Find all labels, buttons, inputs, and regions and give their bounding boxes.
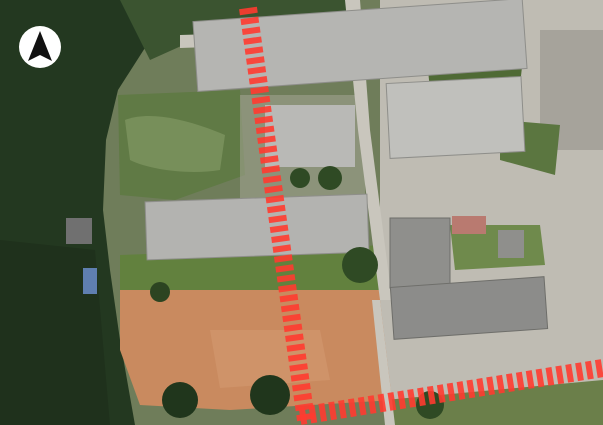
tree-cluster [290, 168, 310, 188]
route-dash [585, 360, 594, 380]
route-dash [466, 379, 476, 399]
route-dash [264, 184, 283, 194]
tree-cluster [318, 166, 342, 190]
red-roof-building [452, 216, 486, 234]
route-dash [292, 383, 311, 392]
south-east-building [389, 276, 549, 340]
paved-square [265, 105, 355, 167]
route-dash [286, 343, 306, 352]
route-dash [266, 204, 286, 214]
route-dash [265, 194, 285, 204]
route-dash [276, 274, 296, 283]
route-dash [280, 303, 300, 313]
route-dash [525, 370, 535, 389]
route-dash [594, 359, 603, 378]
route-dash [486, 376, 495, 396]
route-dash [417, 387, 426, 407]
route-dash [446, 382, 456, 402]
route-dash [248, 76, 268, 85]
route-dash [407, 388, 416, 408]
route-dash [272, 244, 292, 253]
route-dash [285, 333, 304, 342]
route-dash [275, 264, 294, 273]
route-dash [243, 36, 262, 45]
route-dash [357, 396, 367, 416]
north-arrow-icon [19, 26, 61, 68]
west-shed [83, 268, 97, 294]
forest-southwest [0, 240, 110, 425]
route-dash [255, 125, 275, 135]
route-dash [506, 373, 515, 393]
route-dash [246, 56, 265, 65]
west-house [66, 218, 92, 244]
route-dash [535, 368, 545, 388]
route-dash [257, 135, 276, 144]
route-dash [278, 284, 297, 293]
east-building [385, 75, 526, 159]
route-dash [575, 362, 584, 382]
route-dash [293, 392, 313, 402]
route-dash [282, 313, 301, 323]
route-dash [338, 399, 347, 419]
route-dash [273, 254, 293, 263]
route-dash [254, 115, 274, 125]
route-dash [476, 378, 486, 397]
route-dash [387, 392, 397, 411]
route-dash [244, 46, 264, 55]
route-dash [308, 404, 318, 424]
tree-cluster [342, 247, 378, 283]
route-dash [545, 367, 555, 386]
route-dash [367, 395, 377, 414]
small-east-building [389, 217, 451, 289]
route-dash [456, 381, 466, 400]
route-dash [436, 384, 446, 403]
route-dash [298, 406, 308, 425]
route-dash [253, 105, 272, 115]
route-dash [279, 293, 299, 303]
route-dash [261, 165, 281, 174]
north-wing-building [192, 0, 528, 92]
route-dash [262, 175, 282, 184]
route-dash [515, 371, 525, 391]
route-overlay [239, 6, 603, 425]
route-dash [259, 155, 279, 164]
route-dash [347, 398, 357, 418]
route-dash [555, 365, 565, 385]
route-dash [290, 373, 310, 382]
route-dash [328, 401, 337, 421]
route-dash [426, 385, 436, 405]
route-dash [397, 390, 407, 410]
route-dash [377, 393, 387, 413]
tree-cluster [150, 282, 170, 302]
small-building-2 [498, 230, 524, 258]
route-dash [269, 224, 289, 234]
route-dash [287, 353, 307, 362]
route-dash [250, 85, 269, 95]
route-dash [241, 26, 261, 36]
garden-paths [125, 115, 225, 172]
route-dash [289, 363, 308, 372]
tree-cluster [250, 375, 290, 415]
route-dash [240, 16, 260, 26]
route-dash [258, 145, 278, 154]
central-building [144, 193, 370, 261]
route-dash [565, 363, 575, 383]
tree-cluster [162, 382, 198, 418]
route-dash [271, 234, 290, 243]
route-dash [239, 6, 258, 16]
route-dash [283, 323, 303, 333]
route-dash [268, 214, 288, 224]
route-dash [496, 374, 505, 394]
route-dash [318, 403, 328, 422]
route-dash [251, 95, 271, 105]
route-dash [247, 66, 267, 75]
